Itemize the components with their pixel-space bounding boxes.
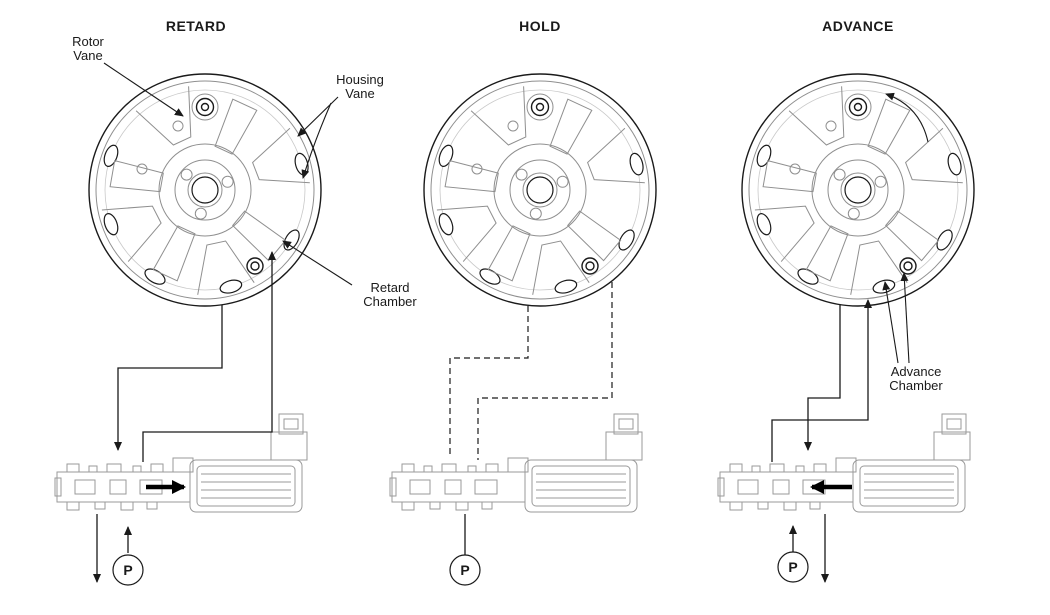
label-housing-vane-line2: Vane (345, 86, 374, 101)
flow-line-valve-to-advance-chamber (771, 299, 872, 462)
flow-line-hold-right (477, 282, 613, 460)
title-hold: HOLD (519, 18, 561, 34)
label-rotor-vane-line2: Vane (73, 48, 102, 63)
cam-phaser-advance (741, 73, 975, 307)
cam-phaser-retard (88, 73, 322, 307)
leader-arrow-advance-chamber-2 (900, 272, 910, 364)
flow-line-retard-to-valve (114, 305, 223, 451)
leader-arrow-advance-chamber-1 (882, 281, 899, 364)
pump-circle-advance (777, 551, 809, 583)
label-retard-chamber-line2: Chamber (363, 294, 417, 309)
oil-control-valve-advance (717, 413, 971, 513)
label-advance-chamber-line1: Advance (891, 364, 942, 379)
rotation-arrow-advance (885, 92, 929, 143)
oil-control-valve-retard (54, 413, 308, 513)
pump-label-advance: P (788, 559, 797, 575)
label-retard-chamber-line1: Retard (370, 280, 409, 295)
title-retard: RETARD (166, 18, 226, 34)
label-advance-chamber-line2: Chamber (889, 378, 943, 393)
flow-line-valve-to-retard-chamber (142, 251, 276, 462)
pump-label-retard: P (123, 562, 132, 578)
pump-label-hold: P (460, 562, 469, 578)
title-advance: ADVANCE (822, 18, 894, 34)
cam-phaser-hold (423, 73, 657, 307)
pump-circle-hold (449, 554, 481, 586)
oil-control-valve-hold (389, 413, 643, 513)
label-housing-vane-line1: Housing (336, 72, 384, 87)
leader-arrow-retard-chamber (282, 240, 353, 286)
leader-arrow-housing-vane (297, 96, 339, 137)
label-rotor-vane-line1: Rotor (72, 34, 104, 49)
leader-arrow-housing-vane-2 (301, 102, 332, 179)
leader-arrow-rotor-vane (103, 62, 184, 117)
flow-line-advance-to-valve (804, 305, 841, 451)
pump-circle-retard (112, 554, 144, 586)
flow-line-hold-left (449, 306, 529, 458)
